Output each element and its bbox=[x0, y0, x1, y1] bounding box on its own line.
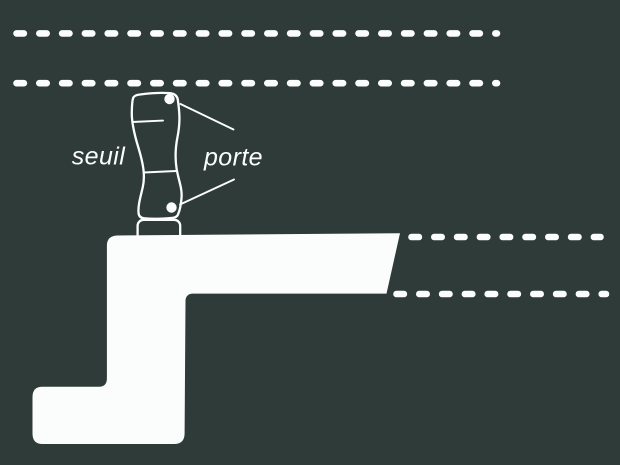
threshold-label: seuil bbox=[72, 143, 126, 171]
door-bottom-dot bbox=[166, 202, 177, 213]
door-top-dot bbox=[164, 93, 175, 105]
door-panel-line-lower bbox=[142, 170, 177, 174]
door-label-leader-top bbox=[179, 103, 235, 131]
door-leaf-outline bbox=[130, 91, 183, 220]
floor-slab-shape bbox=[32, 233, 400, 444]
right-dashed-guides bbox=[393, 233, 610, 298]
door-panel-line-upper bbox=[131, 119, 164, 123]
door-label-leader-bottom bbox=[179, 178, 235, 206]
upper-dashed-guides bbox=[13, 30, 501, 87]
door-label: porte bbox=[203, 144, 263, 172]
